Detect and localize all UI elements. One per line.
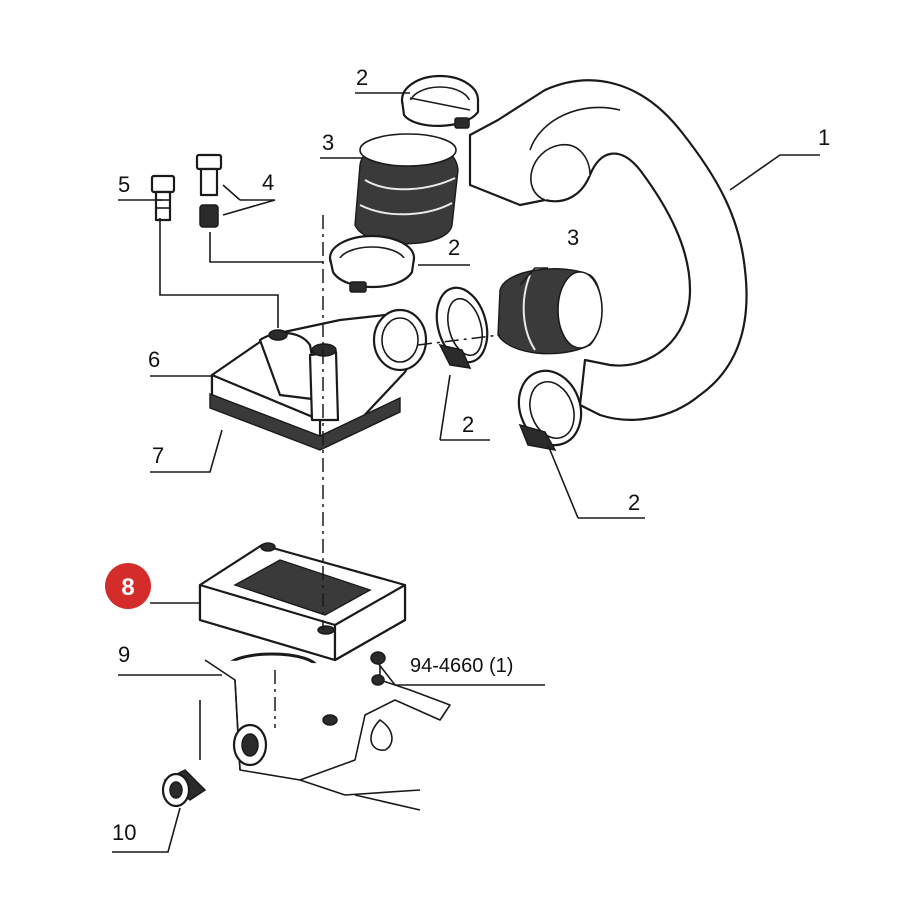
plug-part-10 [161,769,207,808]
callout-7: 7 [152,443,164,468]
center-line-right [417,334,501,346]
callout-5: 5 [118,172,130,197]
clamp-part-2-top [400,74,480,129]
callout-2-top: 2 [356,65,368,90]
callout-3-top: 3 [322,130,334,155]
grille-block-part-8 [198,542,407,662]
base-housing [199,651,451,811]
callout-2-middle: 2 [462,412,474,437]
gasket-part-7 [209,392,401,451]
callout-8: 8 [121,574,134,601]
callout-3-right: 3 [567,225,579,250]
hose-part-1 [468,79,748,421]
reference-note: 94-4660 (1) [410,655,513,677]
clamp-part-2-middle [435,286,489,369]
callout-9: 9 [118,642,130,667]
callout-2-lower: 2 [628,490,640,515]
sleeve-part-3-top [354,133,459,245]
leader-lines [112,92,820,853]
callout-1: 1 [818,125,830,150]
manifold-part-6 [210,308,428,442]
highlight-badge-8[interactable]: 8 [105,563,151,609]
callout-6: 6 [148,347,160,372]
clamp-part-2-lower [517,369,583,452]
bolt-part-5 [150,174,176,222]
clamp-part-2-mid [328,234,416,293]
bolt-part-4 [195,153,223,228]
callout-2-mid: 2 [448,235,460,260]
callout-10: 10 [112,820,136,845]
callout-4: 4 [262,170,274,195]
sleeve-part-3-right [497,268,603,355]
